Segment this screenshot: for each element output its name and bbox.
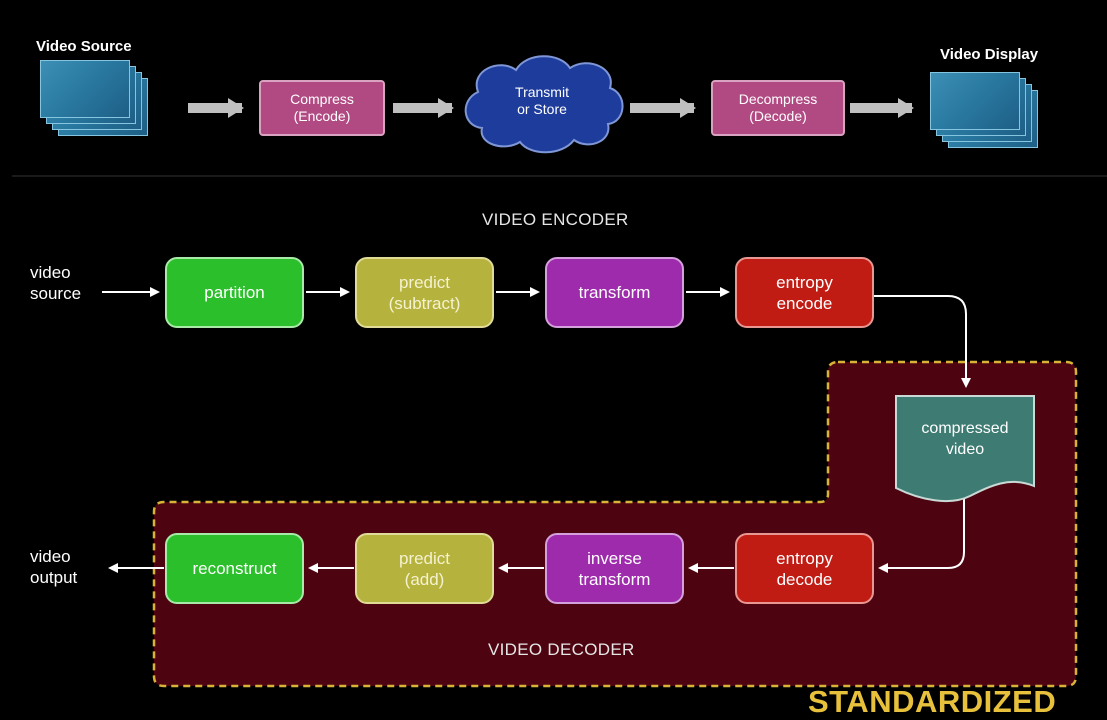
video-display-thumbnail	[930, 72, 1040, 148]
inverse-transform-box: inverse transform	[545, 533, 684, 604]
video-source-label: Video Source	[36, 38, 132, 55]
decoder-title: VIDEO DECODER	[488, 640, 635, 659]
partition-box: partition	[165, 257, 304, 328]
arrow-entropy-to-compressed	[874, 295, 971, 388]
transmit-label: Transmit or Store	[515, 84, 569, 117]
video-display-label: Video Display	[940, 46, 1039, 63]
standardized-region	[152, 360, 1078, 688]
compressed-video-shape	[895, 395, 1035, 503]
predict-subtract-box: predict (subtract)	[355, 257, 494, 328]
transmit-cloud	[464, 55, 624, 154]
reconstruct-box: reconstruct	[165, 533, 304, 604]
video-source-thumbnail	[40, 60, 150, 136]
encoder-title: VIDEO ENCODER	[482, 210, 629, 229]
video-output-label: video output	[30, 547, 78, 587]
arrow-compressed-to-entropy-decode	[878, 496, 965, 573]
predict-add-box: predict (add)	[355, 533, 494, 604]
transform-box: transform	[545, 257, 684, 328]
compress-box: Compress (Encode)	[259, 80, 385, 136]
compressed-video-label: compressed video	[921, 420, 1009, 458]
standardized-label: STANDARDIZED	[808, 684, 1057, 719]
entropy-decode-box: entropy decode	[735, 533, 874, 604]
entropy-encode-box: entropy encode	[735, 257, 874, 328]
video-source-input-label: video source	[30, 263, 82, 303]
decompress-box: Decompress (Decode)	[711, 80, 845, 136]
